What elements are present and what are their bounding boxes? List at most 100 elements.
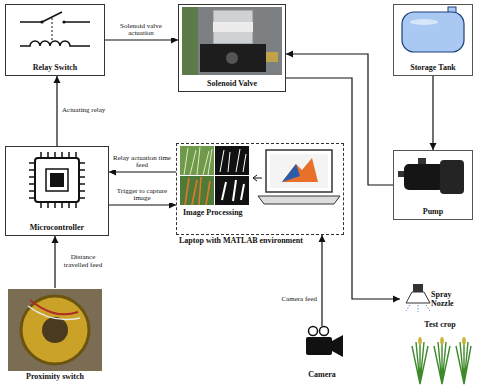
edge-label: Camera feed: [280, 296, 318, 304]
proximity-box: Proximity switch: [5, 288, 105, 384]
node-label: Microcontroller: [30, 223, 84, 232]
relay-symbol: [20, 12, 90, 46]
connector: [109, 204, 176, 205]
node-label: Test crop: [424, 320, 455, 329]
laptop-icon: [258, 196, 340, 204]
storage-tank-icon: [402, 12, 464, 52]
proximity-switch-photo: [28, 306, 80, 320]
solenoid-valve-photo: [182, 7, 282, 75]
laptop-icon: [266, 150, 332, 192]
spray-nozzle-icon: [413, 284, 423, 292]
camera-icon: [306, 327, 343, 358]
relay-symbol: [62, 20, 65, 23]
laptop-icon: [253, 175, 262, 181]
camera-icon: [320, 327, 329, 336]
camera-icon: [306, 337, 332, 355]
proximity-switch-photo: [21, 296, 89, 364]
storage-tank-icon: [410, 19, 438, 25]
image-tiles: [180, 146, 214, 175]
edge-label: Actuating relay: [61, 107, 106, 115]
node-label: Relay Switch: [33, 63, 78, 72]
solenoid-valve-photo: [182, 7, 282, 75]
connector: [321, 235, 322, 326]
connectors: [55, 40, 433, 326]
microcontroller-box: Microcontroller: [5, 146, 109, 236]
pump-icon: [440, 160, 464, 194]
spray-nozzle-icon: [406, 305, 430, 312]
edge-label: Trigger to capture image: [110, 188, 174, 203]
connector: [54, 236, 55, 288]
chip-icon: [35, 158, 79, 202]
crop-plants: [412, 337, 471, 384]
relay-symbol: [52, 18, 53, 40]
camera-box: Camera: [296, 326, 348, 382]
laptop-icon: [282, 158, 318, 182]
image-tiles: [180, 176, 214, 205]
pump-icon: [398, 158, 464, 194]
image-tiles: [185, 177, 210, 205]
solenoid-valve-photo: [266, 52, 278, 62]
camera-icon: [332, 335, 343, 357]
node-label: Camera: [308, 370, 336, 379]
solenoid-valve-photo: [226, 52, 238, 64]
solenoid-valve-photo: [182, 7, 198, 75]
node-label: Solenoid Valve: [207, 79, 257, 88]
laptop-icon: [282, 164, 300, 182]
pump-box: Pump: [393, 150, 473, 220]
node-label: Laptop with MATLAB environment: [179, 236, 303, 245]
laptop-icon: [253, 150, 340, 204]
crop-plants: [462, 337, 466, 345]
solenoid-box: Solenoid Valve: [178, 4, 286, 92]
connector: [286, 78, 400, 299]
crop-plants: [412, 340, 471, 384]
node-label: Image Processing: [183, 208, 243, 217]
node-label: Storage Tank: [410, 63, 456, 72]
connector: [56, 76, 57, 146]
proximity-switch-photo: [42, 317, 68, 343]
relay-symbol: [40, 20, 43, 23]
pump-icon: [404, 164, 444, 190]
image-tiles: [215, 146, 249, 175]
spray-nozzle-icon: [406, 284, 430, 312]
node-label: Pump: [423, 207, 443, 216]
edge-label: Distance travelled feed: [59, 254, 107, 269]
laptop-box: Image ProcessingLaptop with MATLAB envir…: [176, 143, 344, 235]
proximity-switch-photo: [8, 289, 102, 371]
node-label: Spray Nozzle: [431, 290, 471, 308]
edge-label: Solenoid valve actuation: [106, 23, 176, 38]
relay-symbol: [20, 12, 90, 22]
edge-label: Relay actuation time feed: [110, 155, 174, 170]
chip-icon: [46, 169, 68, 191]
image-tiles: [215, 176, 249, 205]
proximity-switch-photo: [8, 289, 102, 371]
spray-nozzle-icon: [406, 292, 430, 303]
relay-box: Relay Switch: [5, 4, 105, 76]
crop-plants: [440, 337, 444, 345]
connector: [109, 171, 176, 172]
connector: [432, 76, 433, 150]
image-tiles: [222, 180, 244, 201]
camera-icon: [309, 327, 318, 336]
connector: [105, 39, 178, 40]
solenoid-valve-photo: [213, 10, 253, 44]
image-tiles: [184, 147, 212, 175]
chip-icon: [29, 152, 85, 208]
pump-icon: [418, 158, 426, 164]
chip-icon: [50, 173, 64, 187]
crop-box: Test crop: [405, 318, 475, 384]
crop-plants: [418, 337, 422, 345]
storage-tank-icon: [402, 7, 464, 52]
solenoid-valve-photo: [213, 22, 253, 32]
node-label: Proximity switch: [26, 372, 84, 381]
connector: [286, 54, 393, 185]
image-tiles: [220, 149, 246, 172]
nozzle-box: Spray Nozzle: [400, 282, 474, 316]
image-tiles: [180, 146, 249, 205]
tank-box: Storage Tank: [393, 4, 473, 76]
laptop-icon: [270, 154, 328, 188]
solenoid-valve-photo: [200, 44, 266, 72]
relay-symbol: [20, 41, 90, 46]
